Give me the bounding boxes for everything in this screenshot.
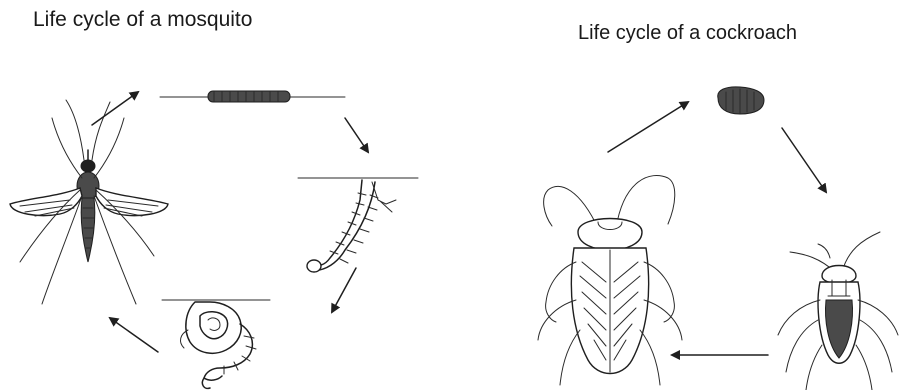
cockroach-cycle	[538, 87, 898, 390]
mosquito-cycle	[10, 91, 418, 388]
mosquito-egg-raft	[160, 91, 345, 102]
cockroach-arrow-adult-to-egg-case	[608, 102, 688, 152]
mosquito-adult	[10, 100, 168, 304]
mosquito-pupa	[162, 300, 270, 388]
cockroach-egg-case	[718, 87, 764, 114]
cockroach-adult	[538, 176, 682, 385]
mosquito-larva	[298, 178, 418, 272]
mosquito-arrow-larva-to-pupa	[332, 268, 356, 312]
cockroach-nymph	[778, 232, 898, 390]
mosquito-arrow-pupa-to-adult	[110, 318, 158, 352]
mosquito-arrow-eggs-to-larva	[345, 118, 368, 152]
mosquito-arrow-adult-to-eggs	[92, 92, 138, 125]
cockroach-arrow-egg-case-to-nymph	[782, 128, 826, 192]
